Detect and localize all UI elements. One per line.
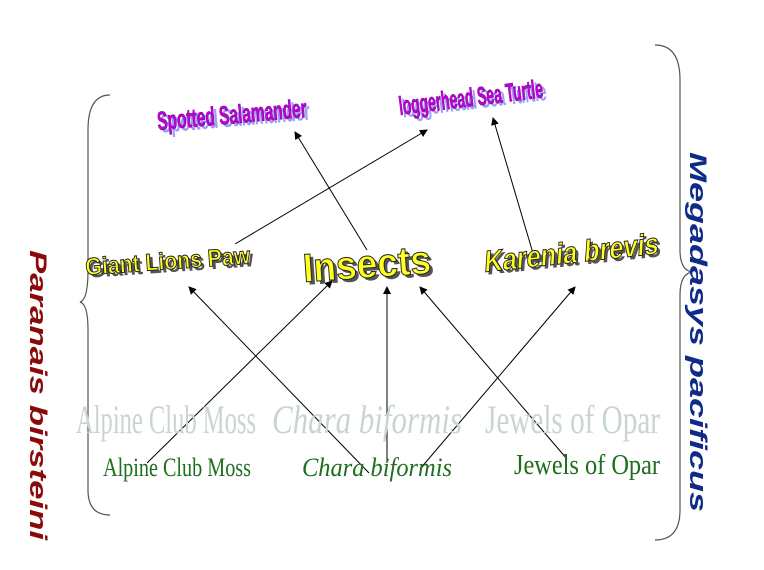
label-megadasys-pacificus: Megadasys pacificus bbox=[684, 152, 711, 512]
arrow-insects-to-salamander bbox=[294, 131, 368, 251]
label-giant-lions-paw: Giant Lions Paw bbox=[85, 243, 252, 281]
faded-label-jewels-of-opar: Jewels of Opar bbox=[485, 397, 660, 442]
faded-label-chara-biformis: Chara biformis bbox=[272, 397, 462, 442]
arrow-moss-to-insects bbox=[146, 280, 333, 464]
arrow-chara-to-lionspaw bbox=[188, 286, 370, 474]
label-insects: Insects bbox=[302, 238, 433, 291]
arrow-karenia-to-turtle bbox=[491, 117, 536, 261]
label-spotted-salamander: Spotted Salamander bbox=[156, 93, 308, 136]
left-bracket bbox=[79, 94, 111, 516]
label-paranais-birsteini: Paranais birsteini bbox=[24, 250, 51, 542]
label-jewels-of-opar: Jewels of Opar bbox=[514, 450, 661, 481]
faded-label-alpine-club-moss: Alpine Club Moss bbox=[76, 397, 256, 442]
arrow-lionspaw-to-turtle bbox=[234, 129, 428, 245]
label-shadow: Insects bbox=[305, 241, 436, 294]
arrow-jewels-to-insects bbox=[419, 286, 568, 460]
right-bracket bbox=[654, 44, 693, 541]
label-chara-biformis: Chara biformis bbox=[302, 453, 452, 482]
label-alpine-club-moss: Alpine Club Moss bbox=[103, 453, 251, 482]
